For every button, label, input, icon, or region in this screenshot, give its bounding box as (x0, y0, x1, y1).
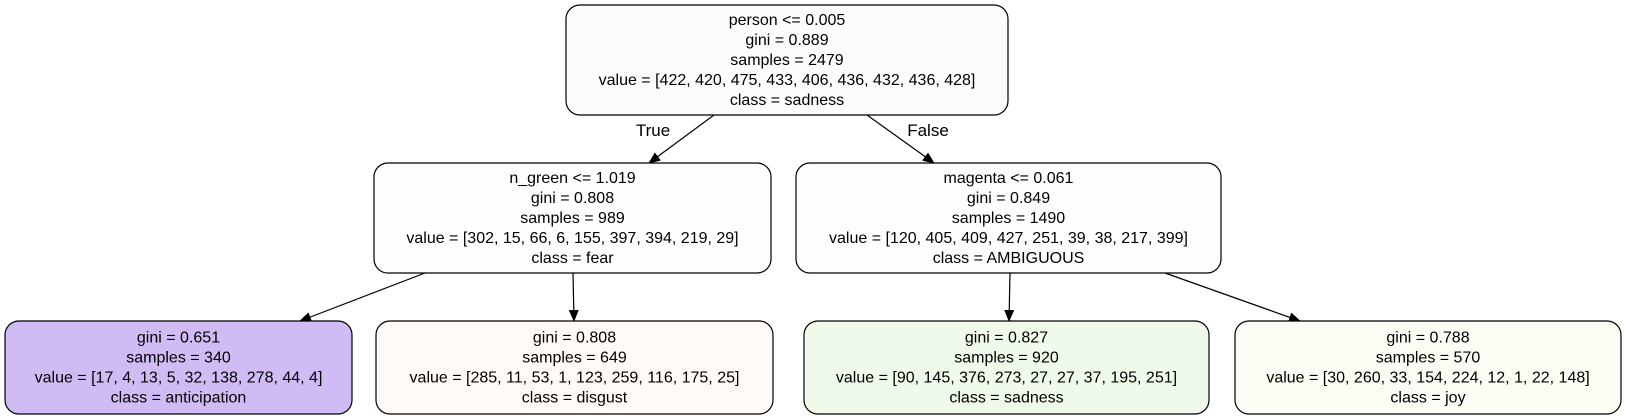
node-line: gini = 0.889 (745, 32, 828, 49)
node-box (4, 320, 353, 415)
node-line: value = [90, 145, 376, 273, 27, 27, 37, … (836, 370, 1177, 387)
node-line: samples = 2479 (730, 52, 844, 69)
node-box (565, 4, 1009, 116)
tree-node-rl: gini = 0.827 samples = 920 value = [90, 14… (803, 320, 1210, 415)
node-line: samples = 1490 (952, 210, 1066, 227)
node-line: class = sadness (949, 390, 1063, 407)
node-line: gini = 0.651 (137, 330, 220, 347)
node-line: class = sadness (730, 92, 844, 109)
node-line: class = disgust (522, 390, 628, 407)
tree-node-lr: gini = 0.808 samples = 649 value = [285, 1… (375, 320, 774, 415)
edges-layer: True False (299, 114, 1301, 323)
node-box (795, 162, 1222, 274)
node-line: class = joy (1390, 390, 1465, 407)
edge-label-true: True (636, 121, 670, 140)
tree-node-right: magenta <= 0.061 gini = 0.849 samples = 14… (795, 162, 1222, 274)
node-line: gini = 0.808 (531, 190, 614, 207)
edge-root-to-right (866, 114, 935, 164)
edge-root-to-left (648, 114, 715, 164)
node-line: gini = 0.849 (967, 190, 1050, 207)
node-line: value = [285, 11, 53, 1, 123, 259, 116, … (410, 370, 740, 387)
node-line: magenta <= 0.061 (944, 170, 1074, 187)
node-line: samples = 989 (520, 210, 625, 227)
node-box (1234, 320, 1622, 415)
node-box (803, 320, 1210, 415)
edge-label-false: False (907, 121, 949, 140)
node-line: value = [120, 405, 409, 427, 251, 39, 38… (829, 230, 1188, 247)
node-line: class = fear (531, 250, 614, 267)
node-line: gini = 0.808 (533, 330, 616, 347)
node-line: samples = 340 (126, 350, 231, 367)
edge-left-to-ll (299, 272, 426, 322)
node-line: value = [17, 4, 13, 5, 32, 138, 278, 44,… (35, 370, 323, 387)
tree-node-root: person <= 0.005 gini = 0.889 samples = 247… (565, 4, 1009, 116)
tree-node-ll: gini = 0.651 samples = 340 value = [17, 4,… (4, 320, 353, 415)
node-line: gini = 0.788 (1386, 330, 1469, 347)
nodes-layer: person <= 0.005 gini = 0.889 samples = 247… (4, 4, 1622, 415)
node-line: value = [302, 15, 66, 6, 155, 397, 394, … (406, 230, 738, 247)
node-line: value = [30, 260, 33, 154, 224, 12, 1, 2… (1266, 370, 1589, 387)
node-line: samples = 570 (1376, 350, 1481, 367)
edge-right-to-rl (1004, 272, 1015, 322)
node-line: value = [422, 420, 475, 433, 406, 436, 4… (599, 72, 976, 89)
node-line: person <= 0.005 (729, 12, 846, 29)
tree-node-left: n_green <= 1.019 gini = 0.808 samples = 98… (373, 162, 772, 274)
node-box (373, 162, 772, 274)
node-box (375, 320, 774, 415)
node-line: class = AMBIGUOUS (933, 250, 1085, 267)
edge-right-to-rr (1164, 272, 1301, 323)
edge-left-to-lr (568, 272, 579, 322)
tree-node-rr: gini = 0.788 samples = 570 value = [30, 26… (1234, 320, 1622, 415)
node-line: n_green <= 1.019 (509, 170, 635, 187)
node-line: class = anticipation (111, 390, 247, 407)
node-line: samples = 649 (522, 350, 627, 367)
node-line: samples = 920 (954, 350, 1059, 367)
node-line: gini = 0.827 (965, 330, 1048, 347)
